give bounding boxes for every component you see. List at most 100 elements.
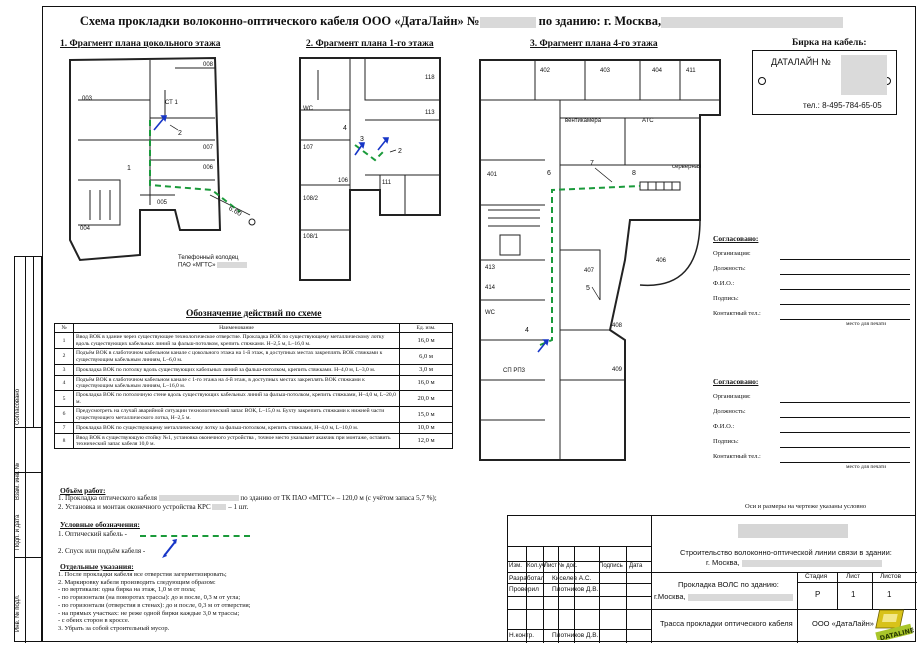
legend-heading: Условные обозначения: bbox=[60, 520, 140, 529]
stamp-dev-name: Киселев А.С. bbox=[552, 575, 592, 582]
stamp-hdr-izm: Изм. bbox=[509, 563, 522, 569]
notes-list: 1. После прокладки кабеля все отверстия … bbox=[58, 571, 251, 632]
legend-cable: 1. Оптический кабель - bbox=[58, 530, 127, 538]
label-vent: вентикамера bbox=[565, 118, 602, 124]
label-num-6: 6 bbox=[547, 170, 551, 177]
stamp-chk-role: Проверил bbox=[509, 586, 539, 593]
stamp-hdr-ndok: № док. bbox=[558, 563, 578, 569]
label-well: Телефонный колодец bbox=[178, 255, 239, 261]
approval1-row-position: Должность: bbox=[713, 265, 746, 272]
label-num-1: 1 bbox=[127, 165, 131, 172]
stamp-route: Трасса прокладки оптического кабеля bbox=[660, 619, 793, 628]
label-room-111: 111 bbox=[382, 180, 392, 186]
stamp-sheets-h: Листов bbox=[880, 573, 902, 580]
label-room-403: 403 bbox=[600, 68, 611, 74]
floor-plans bbox=[69, 56, 721, 461]
label-room-106: 106 bbox=[338, 178, 349, 184]
plan-floor4 bbox=[479, 59, 721, 461]
label-room-003: 003 bbox=[82, 96, 93, 102]
side-stamp bbox=[14, 256, 43, 643]
label-room-401: 401 bbox=[487, 172, 498, 178]
notes-heading: Отдельные указания: bbox=[60, 562, 134, 571]
plan-basement bbox=[69, 56, 256, 262]
label-wc2: WC bbox=[485, 310, 495, 316]
title-block bbox=[507, 515, 917, 643]
label-st1: СТ 1 bbox=[165, 100, 178, 106]
label-num-3: 3 bbox=[360, 136, 364, 143]
dimensions-note: Оси и размеры на чертеже указаны условно bbox=[745, 503, 867, 510]
label-room-006: 006 bbox=[203, 165, 214, 171]
label-room-004: 004 bbox=[80, 226, 91, 232]
cable-tag-phone: тел.: 8-495-784-65-05 bbox=[803, 101, 882, 110]
stamp-nk-name: Плотников Д.В. bbox=[552, 632, 599, 639]
fragment-title-basement: 1. Фрагмент плана цокольного этажа bbox=[60, 39, 221, 49]
side-inv-orig: Инв. № подл. bbox=[15, 594, 21, 632]
label-server: серверная bbox=[672, 164, 702, 170]
stamp-company: ООО «ДатаЛайн» bbox=[812, 619, 874, 628]
label-room-107: 107 bbox=[303, 145, 314, 151]
approval1-stamp-note: место для печати bbox=[846, 321, 887, 327]
label-room-118: 118 bbox=[425, 75, 435, 81]
approval2-row-phone: Контактный тел.: bbox=[713, 453, 761, 460]
side-sign-date: Подп. и дата bbox=[15, 514, 21, 550]
stamp-dev-role: Разработал bbox=[509, 575, 545, 582]
riser-icon bbox=[162, 539, 177, 558]
label-num-4a: 4 bbox=[343, 125, 347, 132]
label-room-007: 007 bbox=[203, 145, 214, 151]
actions-col-num: № bbox=[54, 322, 74, 334]
approval-heading-1: Согласовано: bbox=[713, 234, 759, 243]
stamp-chk-name: Плотников Д.В. bbox=[552, 586, 599, 593]
stamp-hdr-list: Лист bbox=[544, 563, 558, 569]
approval2-row-position: Должность: bbox=[713, 408, 746, 415]
approval1-row-phone: Контактный тел.: bbox=[713, 310, 761, 317]
label-num-7: 7 bbox=[590, 160, 594, 167]
label-room-406: 406 bbox=[656, 258, 667, 264]
cable-tag-heading: Бирка на кабель: bbox=[792, 38, 867, 48]
label-ats: АТС bbox=[642, 118, 654, 124]
label-pao: ПАО «МГТС» bbox=[178, 262, 248, 269]
legend-cable-line bbox=[140, 535, 250, 537]
label-room-005: 005 bbox=[157, 200, 168, 206]
label-room-008: 008 bbox=[203, 62, 214, 68]
label-num-8: 8 bbox=[632, 170, 636, 177]
approval-heading-2: Согласовано: bbox=[713, 377, 759, 386]
volume-heading: Объём работ: bbox=[60, 486, 106, 495]
actions-col-unit: Ед. изм. bbox=[399, 322, 453, 334]
label-room-113: 113 bbox=[425, 110, 435, 116]
stamp-hdr-data: Дата bbox=[629, 563, 643, 569]
fragment-title-floor4: 3. Фрагмент плана 4-го этажа bbox=[530, 39, 658, 49]
cable-tag: ДАТАЛАЙН № тел.: 8-495-784-65-05 bbox=[752, 50, 897, 115]
label-num-2: 2 bbox=[178, 130, 182, 137]
approval2-row-org: Организация: bbox=[713, 393, 751, 400]
stamp-project-1: Строительство волоконно-оптической линии… bbox=[680, 548, 892, 557]
riser-marks bbox=[153, 115, 550, 353]
volume-line-1: 1. Прокладка оптического кабеля по здани… bbox=[58, 494, 437, 502]
label-room-407: 407 bbox=[584, 268, 595, 274]
label-room-411: 411 bbox=[686, 68, 696, 74]
label-num-2b: 2 bbox=[398, 148, 402, 155]
approval1-row-fio: Ф.И.О.: bbox=[713, 280, 735, 287]
stamp-project-2: г. Москва, bbox=[706, 558, 882, 567]
label-room-404: 404 bbox=[652, 68, 663, 74]
label-wc: WC bbox=[303, 106, 313, 112]
label-room-402: 402 bbox=[540, 68, 551, 74]
label-room-108-2: 108/2 bbox=[303, 196, 319, 202]
label-sprp3: СП РП3 bbox=[503, 368, 525, 374]
plan-floor1 bbox=[299, 57, 441, 281]
stamp-nk-role: Н.контр. bbox=[509, 632, 535, 639]
label-room-409: 409 bbox=[612, 367, 623, 373]
label-num-5: 5 bbox=[586, 285, 590, 292]
label-room-414: 414 bbox=[485, 285, 496, 291]
stamp-stage-h: Стадия bbox=[805, 573, 828, 580]
cable-tag-name: ДАТАЛАЙН № bbox=[771, 57, 831, 67]
actions-col-name: Наименование bbox=[73, 322, 400, 334]
